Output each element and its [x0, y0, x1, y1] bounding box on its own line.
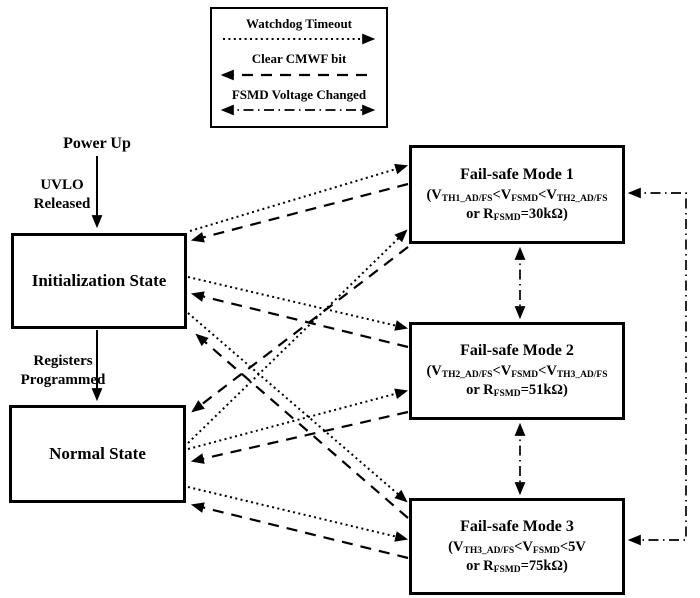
legend-line-dotted-arrow — [223, 34, 376, 45]
formula-subscript: FSMD — [511, 370, 539, 381]
edge-normal-state-to-fail-safe-mode-1 — [187, 229, 408, 444]
formula-text: (V — [448, 538, 464, 555]
formula-text: <V — [492, 186, 512, 203]
edge-initialization-state-to-fail-safe-mode-3 — [187, 312, 408, 503]
formula-text: =51kΩ) — [520, 382, 568, 399]
state-title-fail-safe-mode-3: Fail-safe Mode 3 — [460, 517, 574, 535]
legend-item-clear-cmwf-bit: Clear CMWF bit — [217, 51, 381, 83]
formula-text: (V — [426, 363, 442, 380]
formula-text: <5V — [559, 538, 586, 555]
uvlo-released-label: UVLO Released — [33, 177, 91, 212]
fs1-resistor-line: or RFSMD=30kΩ) — [466, 205, 568, 224]
state-box-fail-safe-mode-2: Fail-safe Mode 2 (VTH2_AD/FS<VFSMD<VTH3_… — [409, 322, 625, 420]
edge-fail-safe-mode-2-to-initialization-state — [190, 291, 409, 349]
formula-subscript: TH2_AD/FS — [556, 193, 608, 204]
formula-subscript: TH3_AD/FS — [463, 545, 515, 556]
formula-text: (V — [426, 186, 442, 203]
fs2-resistor-line: or RFSMD=51kΩ) — [466, 381, 568, 400]
formula-subscript: TH3_AD/FS — [556, 370, 608, 381]
edge-fail-safe-mode-3-to-normal-state — [190, 502, 409, 560]
legend-box: Watchdog Timeout Clear CMWF bit FSMD Vol… — [210, 7, 388, 128]
state-box-normal: Normal State — [9, 405, 186, 503]
edge-fail-safe-mode-1-to-normal-state — [191, 246, 409, 413]
formula-text: <V — [538, 363, 557, 380]
formula-text: <V — [514, 538, 533, 555]
formula-subscript: FSMD — [493, 564, 521, 575]
edge-fail-safe-mode-2-to-normal-state — [190, 410, 409, 464]
fs3-resistor-line: or RFSMD=75kΩ) — [466, 557, 568, 576]
edge-fail-safe-mode-3-to-initialization-state — [195, 333, 409, 519]
edge-fail-safe-mode-1-to-fail-safe-mode-3 — [627, 187, 687, 546]
formula-subscript: FSMD — [532, 545, 560, 556]
legend-line-dashed-arrow — [220, 69, 373, 81]
state-title-fail-safe-mode-2: Fail-safe Mode 2 — [460, 342, 574, 360]
fs3-condition-line: (VTH3_AD/FS<VFSMD<5V — [448, 538, 586, 557]
legend-label-clear-cmwf-bit: Clear CMWF bit — [251, 51, 347, 67]
edge-fail-safe-mode-1-to-initialization-state — [190, 182, 409, 243]
formula-subscript: TH2_AD/FS — [441, 370, 493, 381]
state-title-initialization: Initialization State — [31, 271, 167, 290]
state-box-initialization: Initialization State — [11, 233, 187, 329]
fs1-condition-line: (VTH1_AD/FS<VFSMD<VTH2_AD/FS — [426, 186, 607, 205]
state-box-fail-safe-mode-1: Fail-safe Mode 1 (VTH1_AD/FS<VFSMD<VTH2_… — [409, 145, 625, 244]
formula-text: =75kΩ) — [520, 557, 568, 574]
legend-line-dashdot-arrow — [220, 105, 376, 116]
formula-text: <V — [538, 186, 557, 203]
formula-text: <V — [492, 363, 512, 380]
edge-initialization-state-to-fail-safe-mode-1 — [189, 163, 409, 232]
state-box-fail-safe-mode-3: Fail-safe Mode 3 (VTH3_AD/FS<VFSMD<5V or… — [409, 498, 625, 595]
formula-text: or R — [466, 205, 494, 222]
legend-label-fsmd-voltage-changed: FSMD Voltage Changed — [231, 86, 367, 102]
formula-subscript: FSMD — [493, 389, 521, 400]
legend-label-watchdog-timeout: Watchdog Timeout — [245, 15, 353, 31]
registers-programmed-label: Registers Programmed — [20, 353, 106, 388]
state-title-normal: Normal State — [49, 444, 146, 463]
formula-subscript: FSMD — [493, 212, 521, 223]
state-title-fail-safe-mode-1: Fail-safe Mode 1 — [460, 165, 574, 183]
power-up-label: Power Up — [63, 135, 131, 152]
fs2-condition-line: (VTH2_AD/FS<VFSMD<VTH3_AD/FS — [426, 362, 607, 381]
legend-item-watchdog-timeout: Watchdog Timeout — [217, 15, 381, 48]
formula-text: =30kΩ) — [520, 205, 568, 222]
formula-subscript: TH1_AD/FS — [441, 193, 493, 204]
formula-text: or R — [466, 382, 494, 399]
formula-text: or R — [466, 557, 494, 574]
edge-normal-state-to-fail-safe-mode-2 — [187, 388, 409, 450]
formula-subscript: FSMD — [511, 193, 539, 204]
legend-item-fsmd-voltage-changed: FSMD Voltage Changed — [217, 86, 381, 119]
